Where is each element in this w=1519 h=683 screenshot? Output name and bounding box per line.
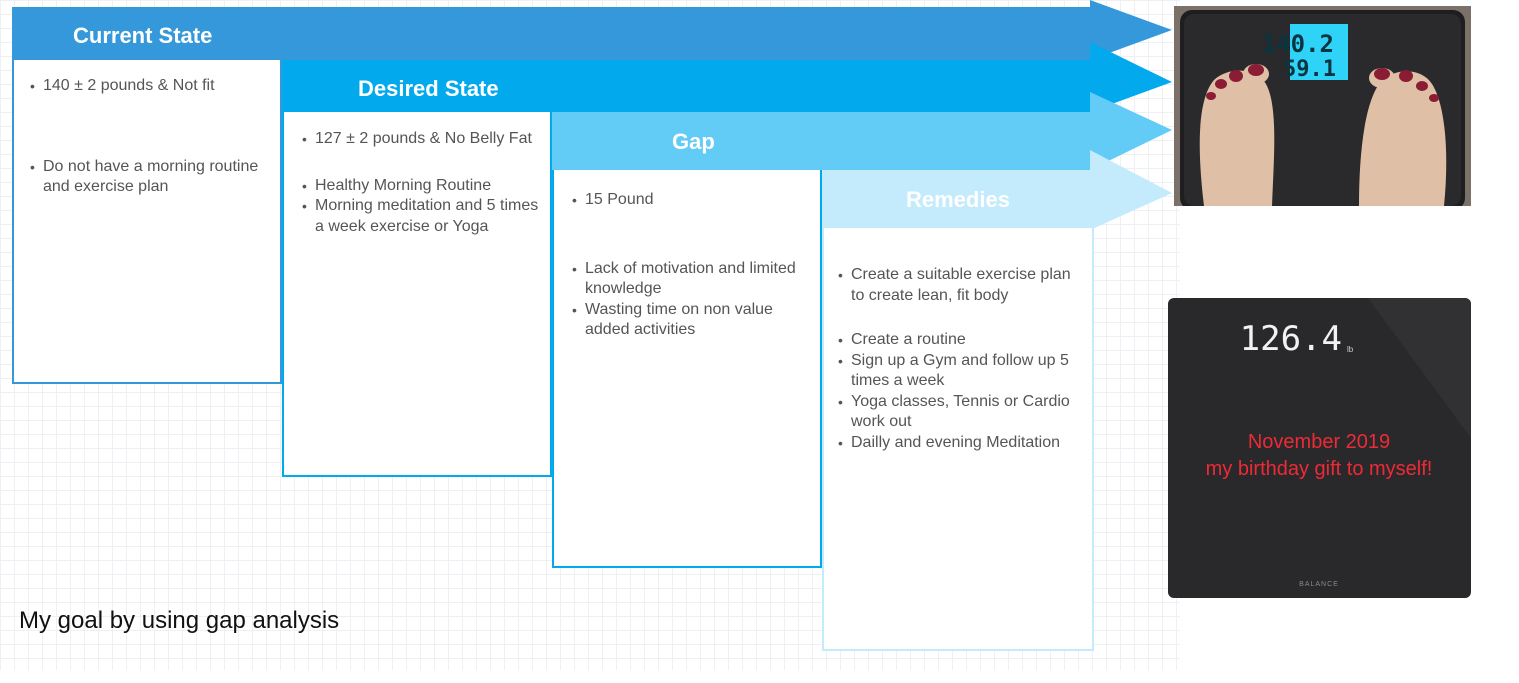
list-item: Wasting time on non value added activiti…	[572, 300, 810, 341]
list-item: Create a routine	[838, 330, 1082, 351]
scale-with-feet-image: 140.2 59.1	[1180, 10, 1465, 206]
current-state-title: Current State	[73, 23, 213, 48]
list-item: Sign up a Gym and follow up 5 times a we…	[838, 351, 1082, 392]
list-item: Create a suitable exercise plan to creat…	[838, 265, 1082, 306]
after-display-unit: lb	[1347, 345, 1354, 354]
current-state-list-2: Do not have a morning routine and exerci…	[30, 157, 270, 198]
desired-state-box: 127 ± 2 pounds & No Belly Fat Healthy Mo…	[282, 112, 552, 477]
desired-state-title: Desired State	[358, 76, 499, 101]
remedies-list-2: Create a routine Sign up a Gym and follo…	[838, 330, 1082, 453]
remedies-arrow	[822, 150, 1172, 230]
list-item: 127 ± 2 pounds & No Belly Fat	[302, 129, 540, 150]
desired-state-list-2: Healthy Morning Routine Morning meditati…	[302, 176, 540, 238]
birthday-note-line2: my birthday gift to myself!	[1206, 458, 1433, 480]
birthday-note-line1: November 2019	[1248, 431, 1390, 453]
list-item: Dailly and evening Meditation	[838, 433, 1082, 454]
list-item: Healthy Morning Routine	[302, 176, 540, 197]
list-item: Yoga classes, Tennis or Cardio work out	[838, 392, 1082, 433]
remedies-list-1: Create a suitable exercise plan to creat…	[838, 265, 1082, 306]
scale-display-image: 126.4 lb November 2019 my birthday gift …	[1168, 298, 1471, 598]
list-item: Morning meditation and 5 times a week ex…	[302, 196, 540, 237]
list-item: Do not have a morning routine and exerci…	[30, 157, 270, 198]
before-display-weight: 140.2	[1262, 30, 1334, 58]
gap-list-1: 15 Pound	[572, 190, 810, 211]
list-item: Lack of motivation and limited knowledge	[572, 259, 810, 300]
after-display-weight: 126.4	[1240, 319, 1342, 359]
after-scale-photo: 126.4 lb November 2019 my birthday gift …	[1168, 298, 1471, 598]
desired-state-arrow	[282, 42, 1172, 112]
gap-box: 15 Pound Lack of motivation and limited …	[552, 170, 822, 568]
gap-list-2: Lack of motivation and limited knowledge…	[572, 259, 810, 341]
list-item: 15 Pound	[572, 190, 810, 211]
stage-arrows	[12, 0, 1172, 230]
before-display-secondary: 59.1	[1283, 57, 1336, 82]
desired-state-list-1: 127 ± 2 pounds & No Belly Fat	[302, 129, 540, 150]
remedies-box: Create a suitable exercise plan to creat…	[822, 228, 1094, 651]
scale-brand: BALANCE	[1299, 581, 1339, 588]
gap-title: Gap	[672, 129, 715, 154]
list-item: 140 ± 2 pounds & Not fit	[30, 76, 270, 97]
remedies-title: Remedies	[906, 187, 1010, 212]
current-state-arrow	[12, 0, 1172, 60]
current-state-box: 140 ± 2 pounds & Not fit Do not have a m…	[12, 60, 282, 384]
current-state-list-1: 140 ± 2 pounds & Not fit	[30, 76, 270, 97]
before-scale-photo: 140.2 59.1	[1174, 6, 1471, 206]
caption: My goal by using gap analysis	[19, 607, 340, 634]
gap-arrow	[552, 92, 1172, 170]
